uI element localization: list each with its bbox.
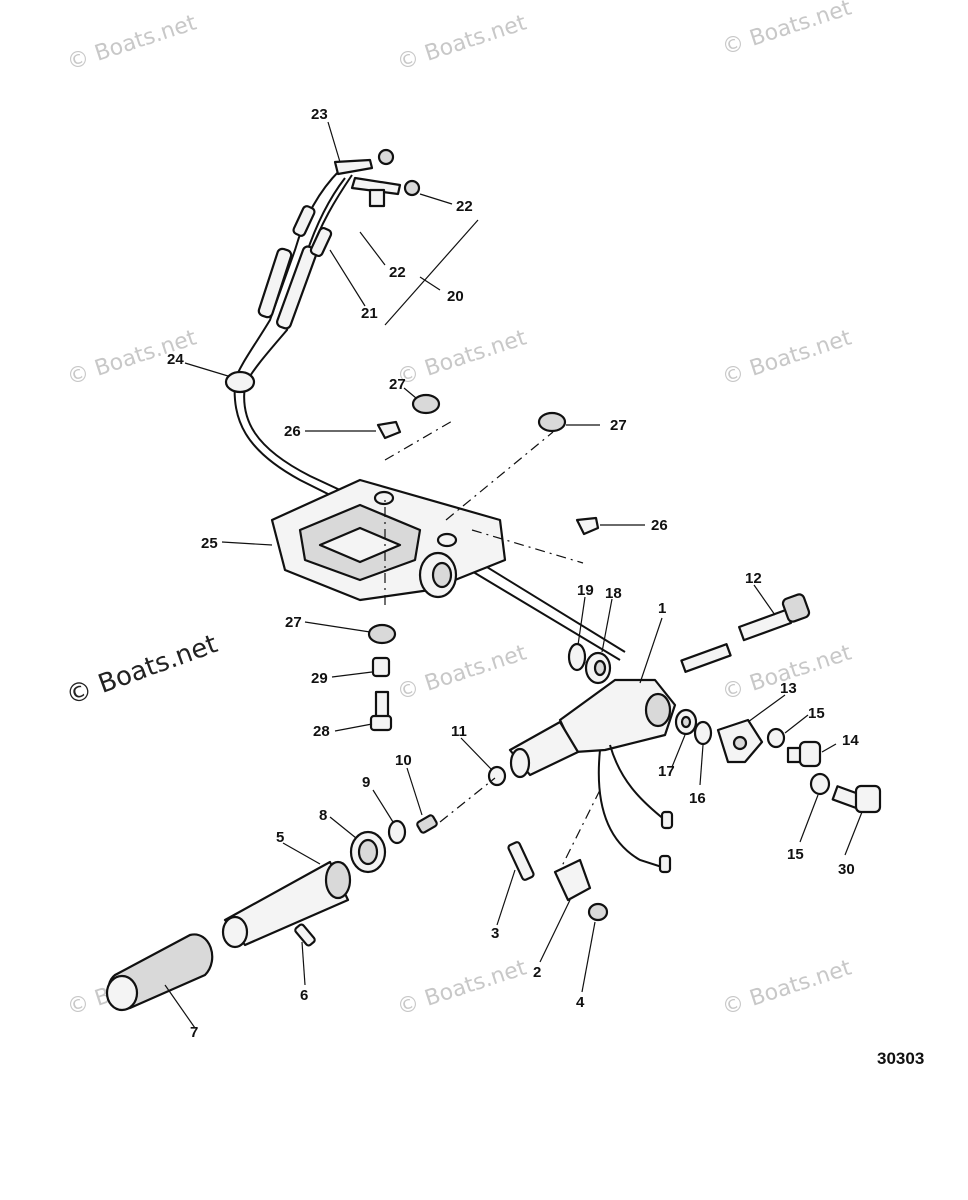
callout-23: 23 <box>311 106 328 123</box>
callout-28: 28 <box>313 723 330 740</box>
watermark: © Boats.net <box>719 0 855 61</box>
nut-22 <box>403 179 421 197</box>
washer-15 <box>809 772 831 796</box>
callout-19: 19 <box>577 582 594 599</box>
callout-13: 13 <box>780 680 797 697</box>
callout-6: 6 <box>300 987 308 1004</box>
wire-terminal <box>660 810 674 830</box>
washer-15 <box>766 727 786 749</box>
callout-29: 29 <box>311 670 328 687</box>
throttle-grip <box>105 860 352 1012</box>
watermark: © Boats.net <box>394 325 530 390</box>
callout-25: 25 <box>201 535 218 552</box>
callout-3: 3 <box>491 925 499 942</box>
callout-17: 17 <box>658 763 675 780</box>
callout-1: 1 <box>658 600 666 617</box>
cable-barrel <box>309 226 333 258</box>
callout-21: 21 <box>361 305 378 322</box>
callout-24: 24 <box>167 351 184 368</box>
clip-26 <box>575 516 600 536</box>
callout-30: 30 <box>838 861 855 878</box>
watermark: © Boats.net <box>64 10 200 75</box>
callout-27: 27 <box>610 417 627 434</box>
callout-27: 27 <box>389 376 406 393</box>
washers-16-17 <box>674 708 764 764</box>
screws-28-29 <box>369 656 393 732</box>
cable-tie-24 <box>224 370 256 394</box>
watermark: © Boats.net <box>394 10 530 75</box>
watermark: © Boats.net <box>719 955 855 1020</box>
callout-9: 9 <box>362 774 370 791</box>
pin <box>680 643 732 673</box>
callout-20: 20 <box>447 288 464 305</box>
grommet-27 <box>537 411 567 433</box>
callout-18: 18 <box>605 585 622 602</box>
cable-barrel <box>292 205 316 237</box>
washer-16 <box>693 720 713 746</box>
shaft-12 <box>680 593 811 673</box>
grommet-27 <box>411 393 441 415</box>
callout-16: 16 <box>689 790 706 807</box>
callout-7: 7 <box>190 1024 198 1041</box>
cable-ends <box>333 148 421 208</box>
tiller-arm-1 <box>508 678 677 874</box>
screw-28-head <box>369 714 393 732</box>
callout-15: 15 <box>787 846 804 863</box>
bracket-25 <box>270 478 507 602</box>
clamp-2 <box>553 858 592 902</box>
watermark: © Boats.net <box>719 325 855 390</box>
screw-30-head <box>854 784 882 814</box>
knob-12 <box>781 593 811 623</box>
clip-26 <box>376 420 402 440</box>
spring-10 <box>416 814 438 834</box>
callout-5: 5 <box>276 829 284 846</box>
part-11 <box>487 765 507 787</box>
cable-end-lower <box>350 176 402 196</box>
watermark: © Boats.net <box>394 640 530 705</box>
leader-lines <box>164 121 863 1029</box>
callout-8: 8 <box>319 807 327 824</box>
nut-23 <box>377 148 395 166</box>
callout-10: 10 <box>395 752 412 769</box>
figure-number: 30303 <box>877 1049 924 1068</box>
callout-4: 4 <box>576 994 585 1011</box>
cable-bracket <box>368 188 386 208</box>
callout-14: 14 <box>842 732 859 749</box>
callout-11: 11 <box>451 723 467 740</box>
grommets-clips <box>367 393 600 645</box>
wire-terminal <box>658 854 672 874</box>
washers-18-19 <box>567 642 612 685</box>
nut-4 <box>587 902 609 922</box>
watermark-main: © Boats.net <box>62 629 221 711</box>
callout-15: 15 <box>808 705 825 722</box>
callout-12: 12 <box>745 570 762 587</box>
screw-3 <box>507 841 535 881</box>
callout-22: 22 <box>389 264 406 281</box>
callout-labels: 23 22 22 20 21 24 27 26 27 26 25 27 29 2… <box>167 106 859 1041</box>
callout-26: 26 <box>284 423 301 440</box>
screw-6 <box>294 923 316 947</box>
watermark: © Boats.net <box>394 955 530 1020</box>
callout-26: 26 <box>651 517 668 534</box>
throttle-cables <box>224 169 626 661</box>
throttle-small-parts <box>349 765 507 874</box>
cable-end-23 <box>333 158 374 176</box>
callout-27: 27 <box>285 614 302 631</box>
screws-14-30 <box>766 727 882 814</box>
clamp-parts <box>507 841 609 922</box>
screw-14-head <box>798 740 822 768</box>
washer-9 <box>387 819 407 845</box>
callout-2: 2 <box>533 964 541 981</box>
screw-28-shank <box>374 690 390 719</box>
callout-22: 22 <box>456 198 473 215</box>
cable-adjuster-left <box>257 247 293 319</box>
screw-29 <box>371 656 391 678</box>
grommet-27 <box>367 623 397 645</box>
washer-19 <box>567 642 587 672</box>
